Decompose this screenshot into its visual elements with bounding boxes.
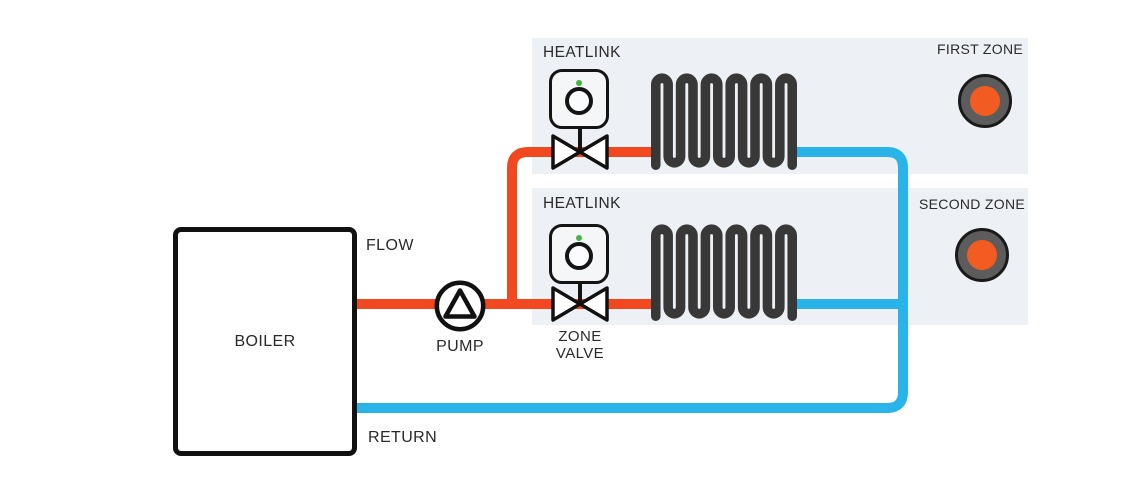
zone-valve-label: ZONE VALVE bbox=[555, 328, 605, 362]
heatlink-dial-icon bbox=[565, 242, 593, 270]
flow-pipe-branch-zone1 bbox=[507, 147, 658, 304]
zone-valve-icon-zone1 bbox=[551, 134, 609, 170]
led-indicator-icon bbox=[576, 80, 582, 86]
valve-stem-zone2 bbox=[578, 282, 582, 306]
heatlink-dial-icon bbox=[565, 87, 593, 115]
pump-icon bbox=[434, 280, 486, 332]
boiler-label: BOILER bbox=[234, 332, 296, 350]
thermostat-zone1 bbox=[958, 74, 1012, 128]
first-zone-label: FIRST ZONE bbox=[937, 41, 1023, 57]
radiator-coil-zone2 bbox=[651, 224, 797, 321]
return-pipe-zone1 bbox=[353, 147, 908, 413]
heatlink-label-zone1: HEATLINK bbox=[543, 44, 621, 61]
second-zone-label: SECOND ZONE bbox=[919, 196, 1025, 212]
pump-label: PUMP bbox=[436, 338, 484, 355]
radiator-coil-zone1 bbox=[651, 73, 797, 170]
heatlink-device-zone2 bbox=[549, 224, 609, 284]
led-indicator-icon bbox=[576, 235, 582, 241]
boiler: BOILER bbox=[173, 227, 357, 456]
heatlink-label-zone2: HEATLINK bbox=[543, 195, 621, 212]
zone-valve-icon-zone2 bbox=[551, 286, 609, 322]
flow-label: FLOW bbox=[366, 237, 414, 254]
return-label: RETURN bbox=[368, 429, 438, 446]
thermostat-dial-icon bbox=[967, 240, 997, 270]
thermostat-zone2 bbox=[955, 228, 1009, 282]
valve-stem-zone1 bbox=[578, 127, 582, 153]
heatlink-device-zone1 bbox=[549, 69, 609, 129]
thermostat-dial-icon bbox=[970, 86, 1000, 116]
